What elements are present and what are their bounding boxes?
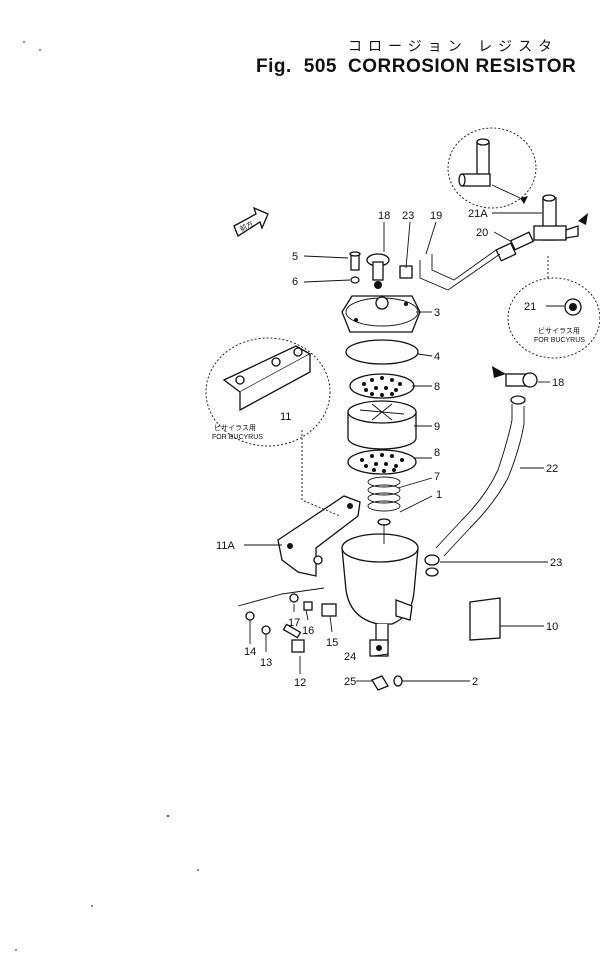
fig-number: 505	[303, 56, 337, 77]
callout-18-top: 18	[378, 210, 390, 222]
title-japanese: コロージョン レジスタ	[348, 39, 559, 55]
callout-22: 22	[546, 463, 558, 475]
callout-11a: 11A	[216, 540, 235, 552]
fig-prefix: Fig.	[256, 56, 292, 77]
hose-19	[419, 249, 501, 291]
callout-25: 25	[344, 676, 356, 688]
plug-2	[393, 675, 403, 687]
callout-8-bottom: 8	[434, 447, 440, 459]
callout-21a: 21A	[468, 208, 488, 220]
callout-7: 7	[434, 471, 440, 483]
filter-element-9	[347, 400, 417, 450]
scan-specks	[15, 41, 199, 951]
note-bucyrus-left-jp: ビサイラス用	[214, 423, 256, 432]
callout-13: 13	[260, 657, 272, 669]
gasket-4	[345, 339, 419, 365]
callout-3: 3	[434, 307, 440, 319]
callout-19: 19	[430, 210, 442, 222]
fitting-18-right	[492, 366, 538, 405]
callout-14: 14	[244, 646, 256, 658]
callout-9: 9	[434, 421, 440, 433]
callout-8-top: 8	[434, 381, 440, 393]
callout-17: 17	[288, 617, 300, 629]
plate-11-detail-callout	[205, 337, 341, 517]
hose-22	[435, 404, 525, 557]
callout-23-top: 23	[402, 210, 414, 222]
connector-20	[495, 231, 535, 262]
callout-5: 5	[292, 251, 298, 263]
case-1	[341, 518, 419, 645]
callout-24: 24	[344, 651, 356, 663]
drain-valve-24	[369, 639, 389, 657]
fitting-23-lower	[424, 554, 440, 577]
nut-21-detail-callout	[507, 256, 600, 359]
callout-18-right: 18	[552, 377, 564, 389]
callout-21: 21	[524, 301, 536, 313]
elbow-fitting-21a	[533, 194, 588, 241]
callout-2: 2	[472, 676, 478, 688]
note-bucyrus-right-en: FOR BUCYRUS	[534, 337, 585, 344]
bracket-11a	[277, 495, 361, 577]
leader-lines	[244, 212, 564, 682]
head-cover-3	[341, 295, 421, 333]
cock-25	[371, 675, 389, 691]
note-bucyrus-right-jp: ビサイラス用	[538, 326, 580, 335]
valve-18-top	[366, 253, 390, 289]
callout-10: 10	[546, 621, 558, 633]
callout-6: 6	[292, 276, 298, 288]
bolt-5	[349, 251, 361, 271]
callout-15: 15	[326, 637, 338, 649]
figure-title: CORROSION RESISTOR	[348, 56, 577, 77]
callout-1: 1	[436, 489, 442, 501]
direction-arrow-icon: 前方	[233, 206, 269, 237]
warning-tag-10	[469, 597, 501, 641]
callout-16: 16	[302, 625, 314, 637]
elbow-detail-callout	[447, 127, 537, 209]
perforated-plate-8-bottom	[347, 449, 417, 475]
callout-12: 12	[294, 677, 306, 689]
spring-7	[367, 476, 401, 512]
callout-11: 11	[280, 411, 291, 423]
callout-4: 4	[434, 351, 440, 363]
note-bucyrus-left-en: FOR BUCYRUS	[212, 434, 263, 441]
perforated-plate-8-top	[349, 373, 415, 399]
hardware-group	[237, 587, 337, 653]
washer-6	[350, 276, 360, 284]
figure-label: Fig. 505	[256, 56, 337, 78]
callout-20: 20	[476, 227, 488, 239]
callout-23-lower: 23	[550, 557, 562, 569]
